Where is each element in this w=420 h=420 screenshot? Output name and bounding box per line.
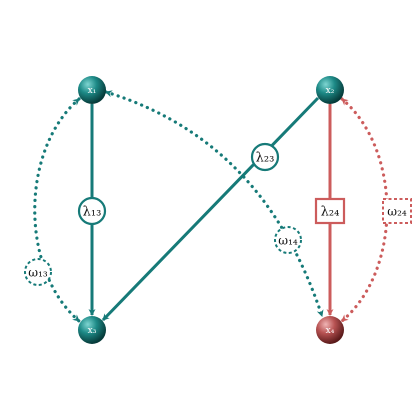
edge-omega13 <box>33 97 81 323</box>
edge-omega24 <box>340 97 389 323</box>
node-x1: x₁ <box>78 76 106 104</box>
node-x3: x₃ <box>78 316 106 344</box>
label-omega13: ω₁₃ <box>24 258 52 286</box>
label-lambda23-text: λ₂₃ <box>256 151 275 166</box>
label-omega14-text: ω₁₄ <box>278 234 298 248</box>
label-lambda24-text: λ₂₄ <box>321 205 340 220</box>
node-x3-label: x₃ <box>88 326 97 336</box>
label-omega24: ω₂₄ <box>382 198 412 224</box>
edge-lambda23 <box>101 96 320 322</box>
node-x2-label: x₂ <box>326 86 335 96</box>
label-lambda13: λ₁₃ <box>77 196 107 226</box>
edge-omega14 <box>104 90 324 318</box>
label-omega13-text: ω₁₃ <box>28 266 48 280</box>
label-lambda23: λ₂₃ <box>250 142 280 172</box>
node-x1-label: x₁ <box>88 86 97 96</box>
node-x2: x₂ <box>316 76 344 104</box>
label-lambda13-text: λ₁₃ <box>83 205 102 220</box>
node-x4-label: x₄ <box>326 326 335 336</box>
label-lambda24: λ₂₄ <box>314 197 346 225</box>
label-omega24-text: ω₂₄ <box>387 205 407 219</box>
label-omega14: ω₁₄ <box>274 226 302 254</box>
node-x4: x₄ <box>316 316 344 344</box>
